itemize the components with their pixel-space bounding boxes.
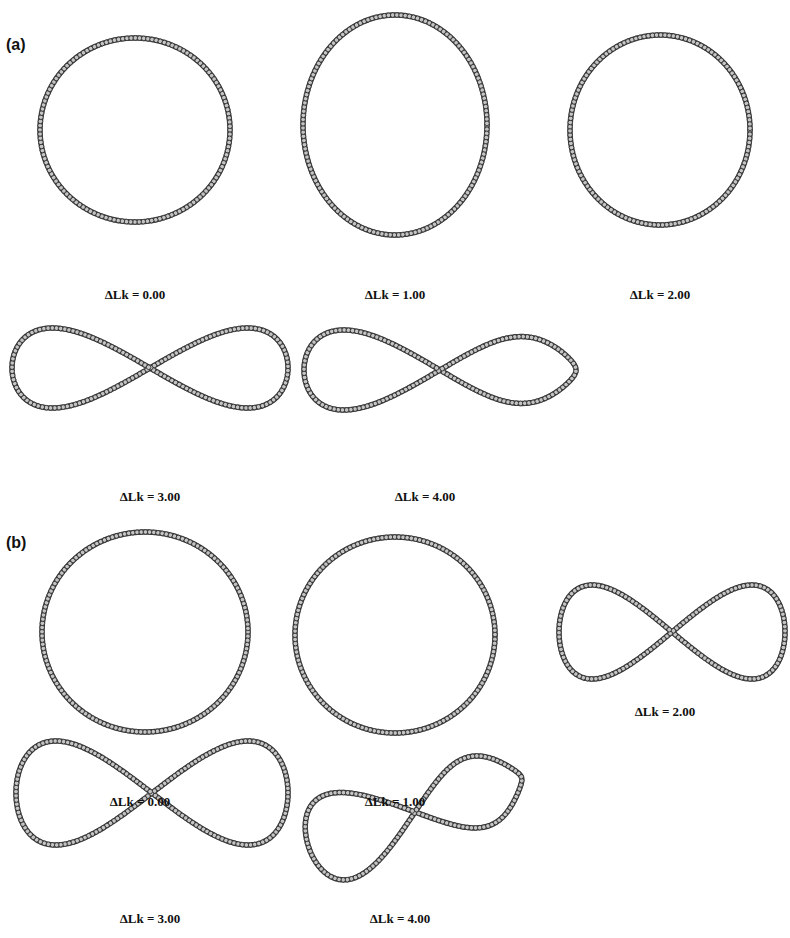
dna-backbone	[40, 38, 230, 222]
linking-number-label: ΔLk = 1.00	[365, 795, 426, 809]
linking-number-label: ΔLk = 4.00	[370, 912, 431, 926]
linking-number-label: ΔLk = 3.00	[120, 912, 181, 926]
dna-bead	[410, 809, 415, 814]
dna-ring	[568, 33, 753, 228]
dna-bead	[148, 789, 153, 794]
dna-ring	[302, 328, 578, 413]
dna-ring	[38, 36, 233, 225]
linking-number-label: ΔLk = 0.00	[105, 288, 166, 302]
dna-backbone	[16, 741, 288, 845]
dna-backbone	[42, 532, 248, 732]
panel-label: (a)	[6, 36, 26, 54]
dna-bead	[493, 633, 498, 638]
dna-backbone	[295, 537, 495, 733]
linking-number-label: ΔLk = 2.00	[635, 705, 696, 719]
dna-bead	[667, 627, 672, 632]
dna-bead	[246, 626, 251, 631]
dna-ring	[14, 739, 291, 848]
dna-backbone	[559, 585, 785, 679]
linking-number-label: ΔLk = 2.00	[630, 288, 691, 302]
linking-number-label: ΔLk = 1.00	[365, 288, 426, 302]
dna-bead	[146, 365, 151, 370]
panel-label: (b)	[6, 534, 26, 552]
dna-ring	[557, 583, 788, 682]
dna-backbone	[305, 756, 522, 880]
dna-backbone	[303, 15, 487, 235]
dna-ring	[293, 535, 498, 736]
dna-bead	[228, 124, 233, 129]
dna-bead	[493, 632, 498, 637]
dna-bead	[434, 366, 439, 371]
dna-bead	[485, 121, 490, 126]
dna-ring	[303, 754, 524, 883]
linking-number-label: ΔLk = 0.00	[110, 795, 171, 809]
dna-bead	[748, 126, 753, 131]
dna-ring	[10, 326, 291, 411]
dna-ring	[40, 530, 251, 735]
dna-backbone	[304, 330, 576, 410]
dna-backbone	[570, 35, 750, 225]
dna-backbone	[12, 328, 288, 408]
linking-number-label: ΔLk = 4.00	[395, 490, 456, 504]
dna-ring	[301, 13, 490, 238]
linking-number-label: ΔLk = 3.00	[120, 490, 181, 504]
